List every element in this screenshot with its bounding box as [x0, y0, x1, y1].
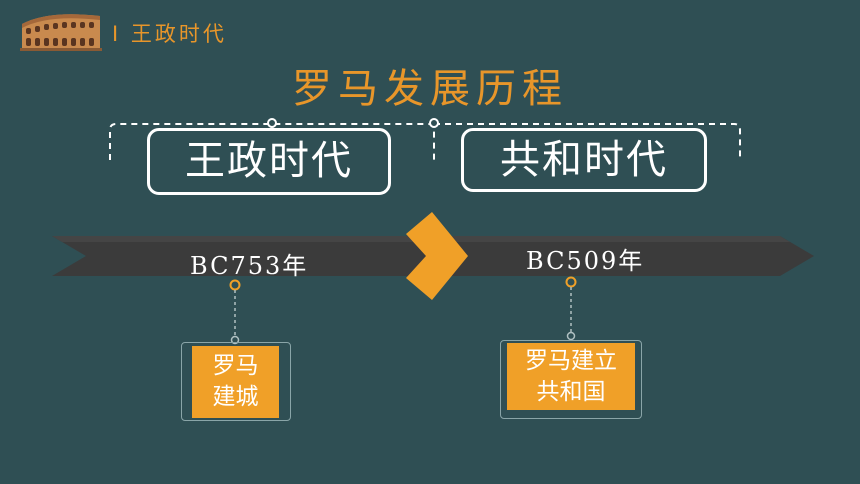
event-box-republic: 罗马建立 共和国 [507, 343, 635, 410]
event-line: 罗马建立 [525, 347, 617, 374]
connector-node-2 [565, 276, 577, 288]
era-box-republic: 共和时代 [461, 128, 707, 192]
era-box-royal: 王政时代 [147, 128, 391, 195]
connector-node-1 [229, 279, 241, 291]
section-title: Ⅰ 王政时代 [112, 22, 227, 46]
page-title: 罗马发展历程 [292, 66, 568, 112]
event-frame-2 [500, 340, 642, 419]
bracket-republic [434, 123, 741, 160]
event-line: 共和国 [536, 378, 606, 405]
year-label-509: BC509年 [526, 247, 645, 275]
event-line: 罗马 [212, 353, 259, 379]
event-frame-1 [181, 342, 291, 421]
colosseum-icon [20, 14, 102, 51]
bracket-node-left [267, 118, 277, 128]
chevron-divider-icon [406, 212, 468, 300]
event-line: 建城 [212, 384, 259, 410]
year-label-753: BC753年 [190, 252, 309, 280]
event-box-founding: 罗马 建城 [192, 346, 279, 418]
bracket-node-mid [429, 118, 439, 128]
